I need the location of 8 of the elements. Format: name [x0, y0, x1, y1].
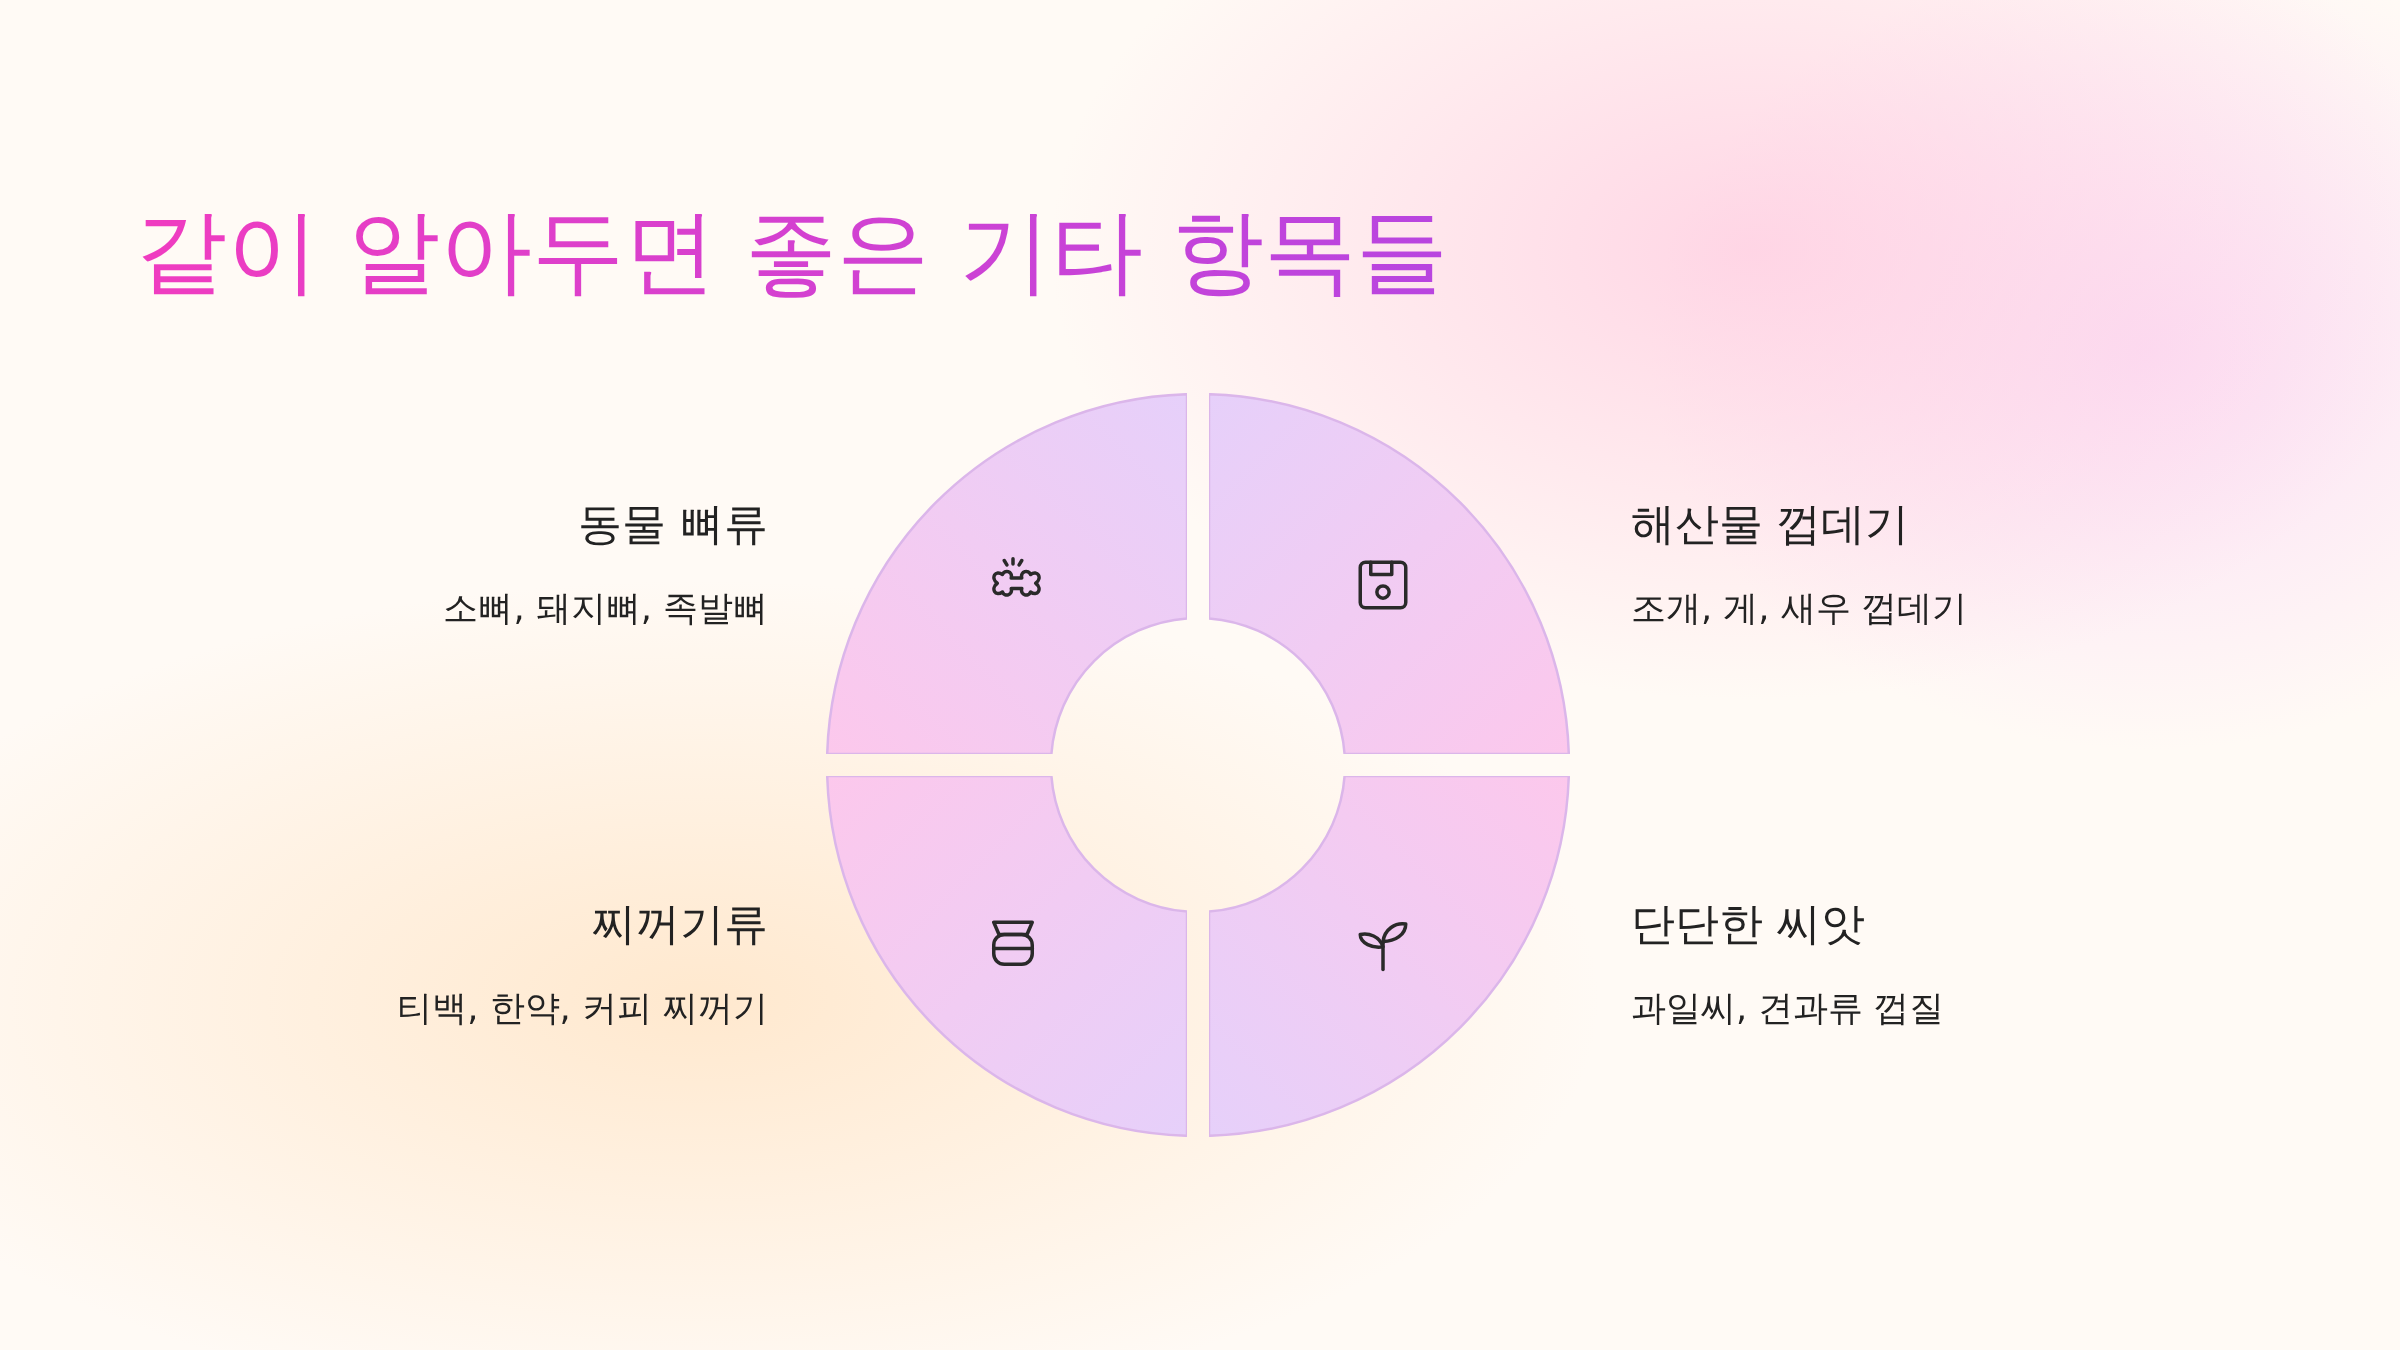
item-heading: 동물 뼈류: [578, 497, 768, 551]
item-description: 조개, 게, 새우 껍데기: [1631, 587, 1967, 630]
item-heading: 해산물 껍데기: [1631, 497, 1909, 551]
item-heading: 단단한 씨앗: [1631, 897, 1865, 951]
item-description: 티백, 한약, 커피 찌꺼기: [397, 987, 768, 1030]
item-description: 소뼈, 돼지뼈, 족발뼈: [443, 587, 768, 630]
item-description: 과일씨, 견과류 껍질: [1631, 987, 1945, 1030]
item-heading: 찌꺼기류: [592, 897, 768, 951]
